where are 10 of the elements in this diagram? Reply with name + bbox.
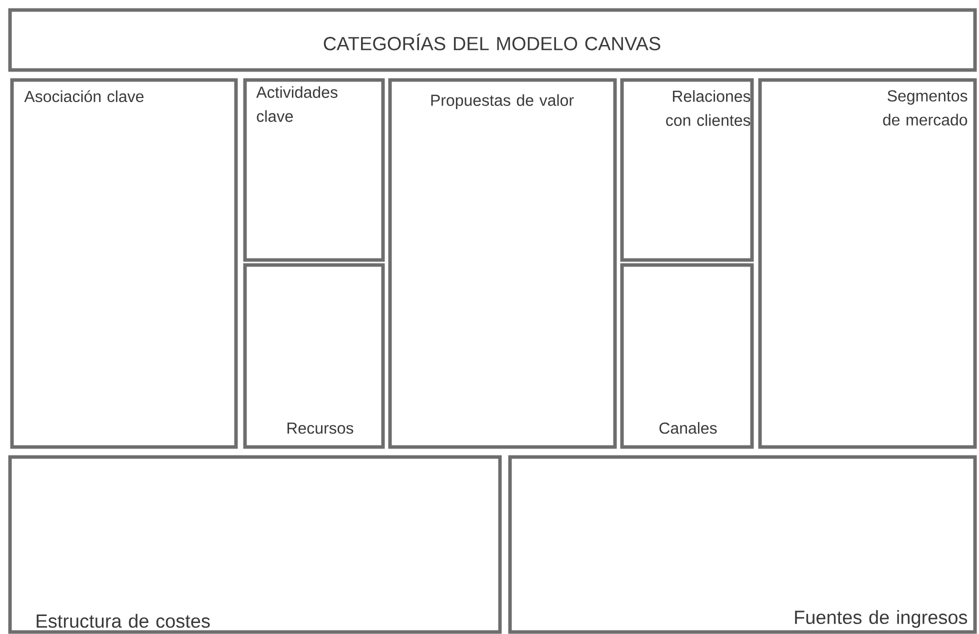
category-box: Relaciones con clientes (620, 78, 754, 262)
category-box: Propuestas de valor (388, 78, 617, 449)
category-box: Segmentos de mercado (758, 78, 977, 449)
category-box: Asociación clave (10, 78, 238, 449)
category-box: Estructura de costes (8, 455, 502, 634)
category-box: Canales (620, 263, 754, 449)
category-box: Actividades clave (243, 78, 385, 262)
category-box: Recursos (243, 263, 385, 449)
category-box: Fuentes de ingresos (508, 455, 977, 634)
title-box: CATEGORÍAS DEL MODELO CANVAS (8, 8, 977, 72)
